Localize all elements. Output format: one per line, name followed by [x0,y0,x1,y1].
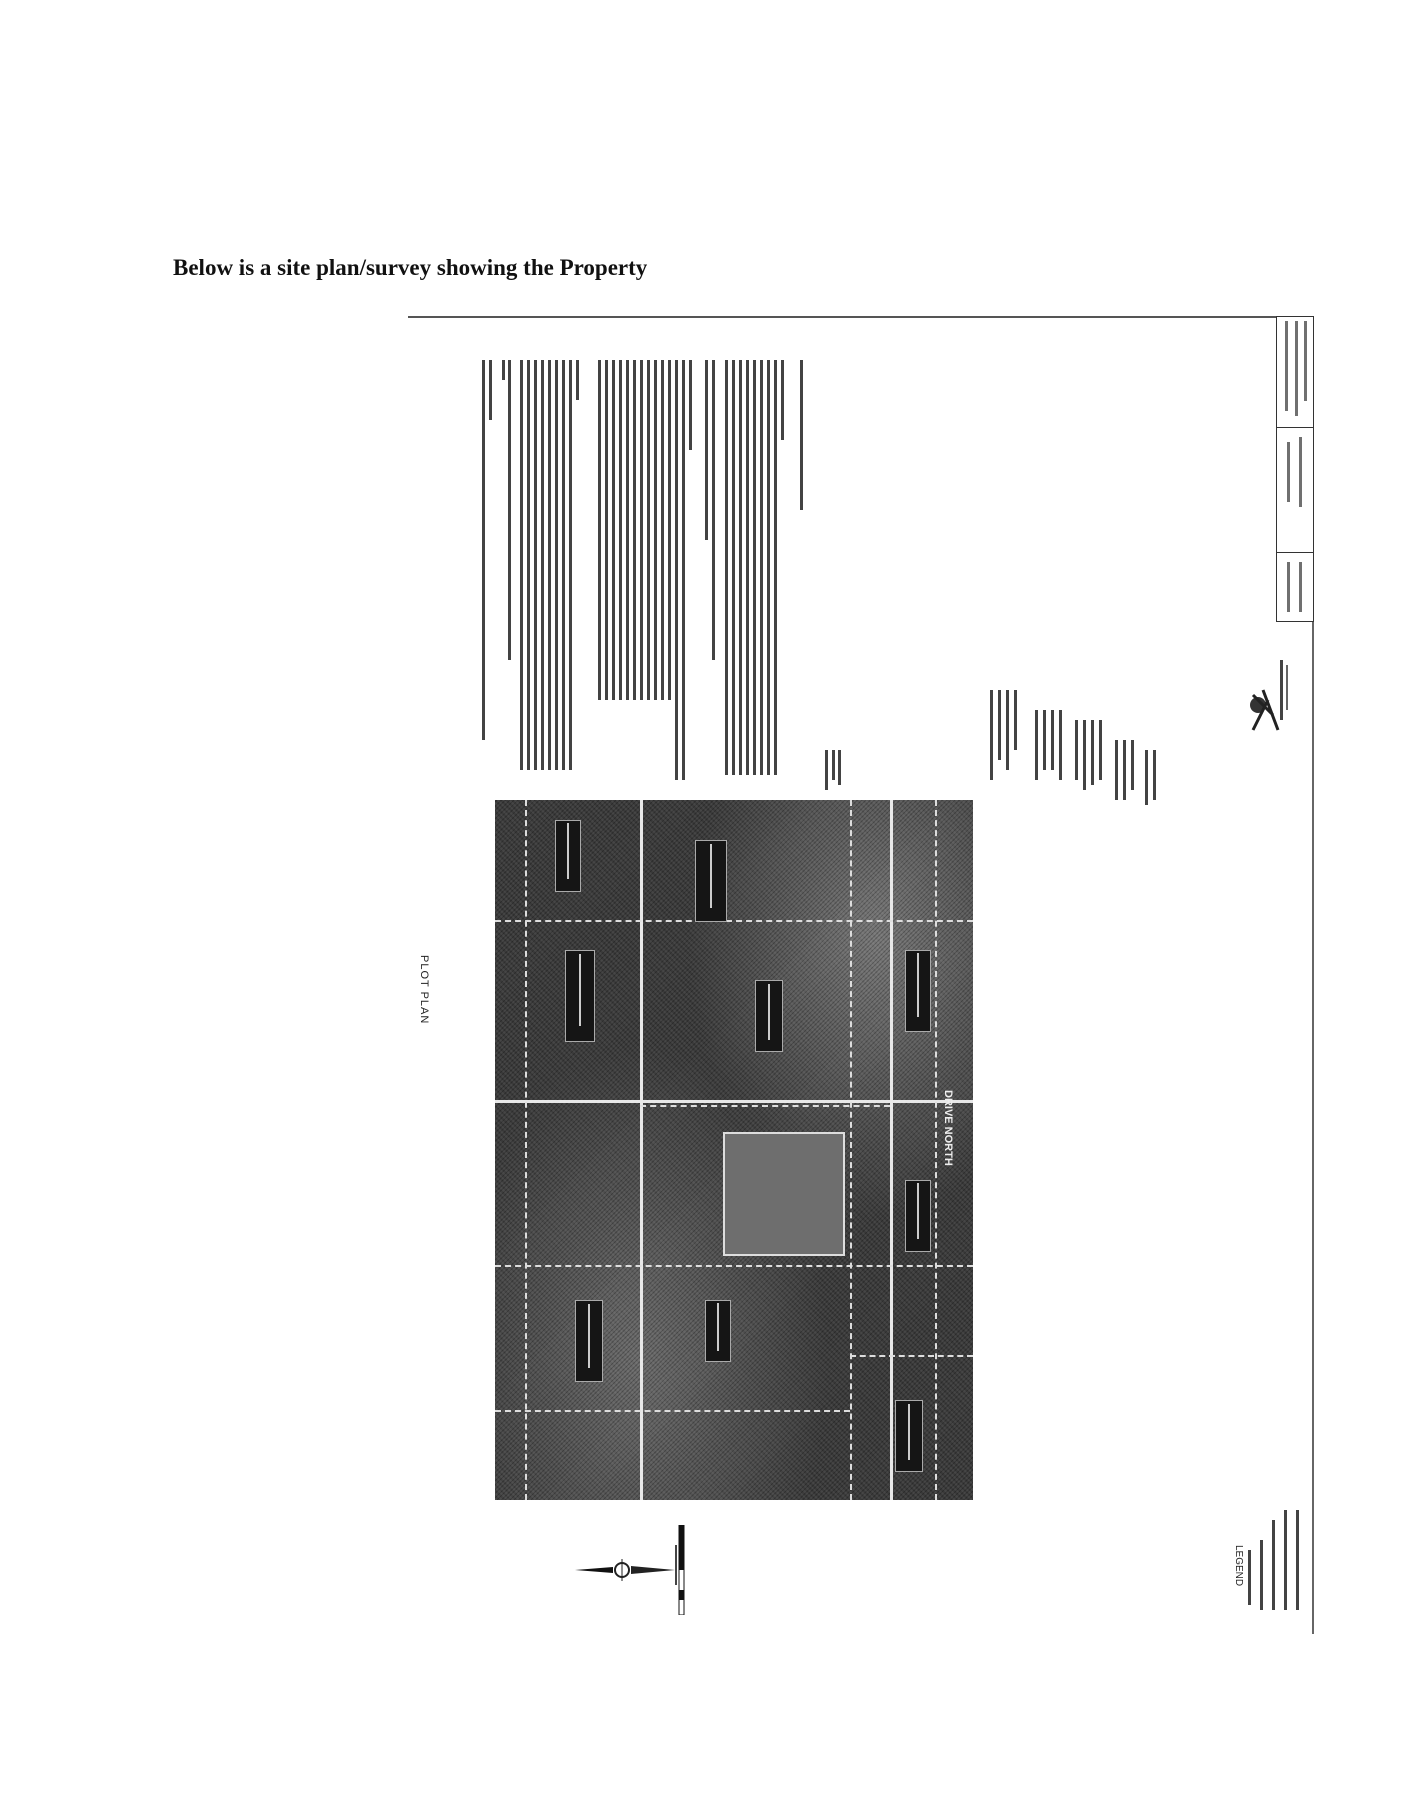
illegible-text-line [753,360,756,775]
illegible-text-line [682,360,685,780]
illegible-text-line [1131,740,1134,790]
illegible-text-line [1075,720,1078,780]
subject-building [723,1132,845,1256]
illegible-text-line [605,360,608,700]
illegible-text-line [998,690,1001,760]
illegible-text-line [661,360,664,700]
illegible-text-line [502,360,505,380]
plot-plan-label: PLOT PLAN [418,955,430,1025]
illegible-text-line [1006,690,1009,770]
illegible-text-line [712,360,715,660]
legend-title: LEGEND [1233,1545,1244,1587]
illegible-text-line [838,750,841,785]
illegible-text-line [781,360,784,440]
parcel-label [905,950,931,1032]
parcel-line [850,800,852,1500]
title-block [1276,316,1314,622]
illegible-text-line [520,360,523,770]
parcel-label [695,840,727,922]
parcel-line [495,1410,850,1412]
illegible-text-line [1043,710,1046,770]
illegible-text-line [1059,710,1062,780]
illegible-text-line [576,360,579,400]
parcel-label [705,1300,731,1362]
parcel-label [905,1180,931,1252]
illegible-text-line [746,360,749,775]
parcel-label [575,1300,603,1382]
illegible-text-line [626,360,629,700]
illegible-text-line [1099,720,1102,780]
illegible-text-line [569,360,572,770]
illegible-text-line [990,690,993,780]
illegible-text-line [1272,1520,1275,1610]
illegible-text-line [668,360,671,700]
illegible-text-line [800,360,803,510]
illegible-text-line [1145,750,1148,805]
illegible-text-line [612,360,615,700]
illegible-text-line [534,360,537,770]
parcel-line [640,1105,890,1107]
road [495,1100,973,1103]
illegible-text-line [1091,720,1094,785]
illegible-text-line [739,360,742,775]
illegible-text-line [1014,690,1017,750]
parcel-line [495,1265,973,1267]
illegible-text-line [1296,1510,1299,1610]
illegible-text-line [675,360,678,780]
parcel-line [495,920,973,922]
page-heading: Below is a site plan/survey showing the … [173,255,648,280]
illegible-text-line [562,360,565,770]
illegible-text-line [1284,1510,1287,1610]
parcel-label [895,1400,923,1472]
illegible-text-line [774,360,777,775]
aerial-site-plan: DRIVE NORTH [495,800,973,1500]
illegible-text-line [767,360,770,775]
illegible-text-line [732,360,735,775]
illegible-text-line [489,360,492,420]
scale-bar-icon [675,1525,685,1615]
illegible-text-line [1035,710,1038,780]
illegible-text-line [689,360,692,450]
illegible-text-line [555,360,558,770]
illegible-text-line [647,360,650,700]
illegible-text-line [541,360,544,770]
road [640,800,643,1500]
illegible-text-line [508,360,511,660]
parcel-description-text [480,360,841,800]
illegible-text-line [598,360,601,700]
parcel-label [555,820,581,892]
adjacent-owner-labels [990,680,1170,810]
parcel-line [850,1355,973,1357]
illegible-text-line [1123,740,1126,800]
plan-border-right [1312,316,1314,1634]
parcel-line [935,800,937,1500]
surveyor-logo-icon [1250,660,1288,731]
illegible-text-line [1153,750,1156,800]
illegible-text-line [640,360,643,700]
road-label: DRIVE NORTH [942,1090,954,1166]
illegible-text-line [825,750,828,790]
parcel-label [755,980,783,1052]
legend [1248,1480,1308,1610]
illegible-text-line [1051,710,1054,770]
plan-border-top [408,316,1313,318]
illegible-text-line [1248,1550,1251,1605]
illegible-text-line [482,360,485,740]
north-arrow-icon [575,1559,675,1581]
illegible-text-line [705,360,708,540]
road [890,800,893,1500]
illegible-text-line [1083,720,1086,790]
illegible-text-line [548,360,551,770]
illegible-text-line [619,360,622,700]
parcel-label [565,950,595,1042]
illegible-text-line [1260,1540,1263,1610]
illegible-text-line [1115,740,1118,800]
illegible-text-line [725,360,728,775]
illegible-text-line [527,360,530,770]
illegible-text-line [654,360,657,700]
illegible-text-line [633,360,636,700]
parcel-line [525,800,527,1500]
illegible-text-line [760,360,763,775]
illegible-text-line [832,750,835,780]
